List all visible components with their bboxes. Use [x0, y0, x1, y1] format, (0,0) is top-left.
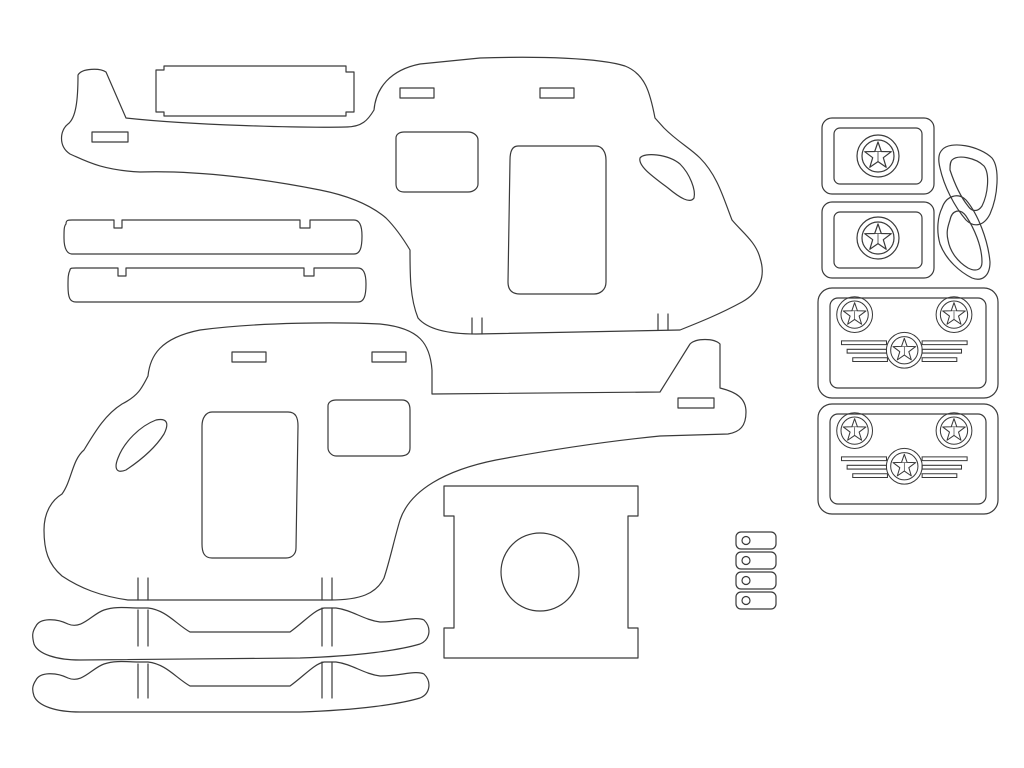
fuselage-right-part [60, 56, 763, 335]
star-plate-small-part [821, 117, 935, 279]
fuselage-left-part [43, 322, 747, 601]
washer-group [735, 531, 777, 610]
side-window-part [937, 144, 998, 280]
cross-beam-part [63, 219, 367, 303]
landing-skid-part [32, 606, 430, 713]
star-plate-large-part [817, 287, 999, 515]
rotor-blade-part [155, 65, 355, 117]
stand-plate-part [443, 485, 639, 659]
